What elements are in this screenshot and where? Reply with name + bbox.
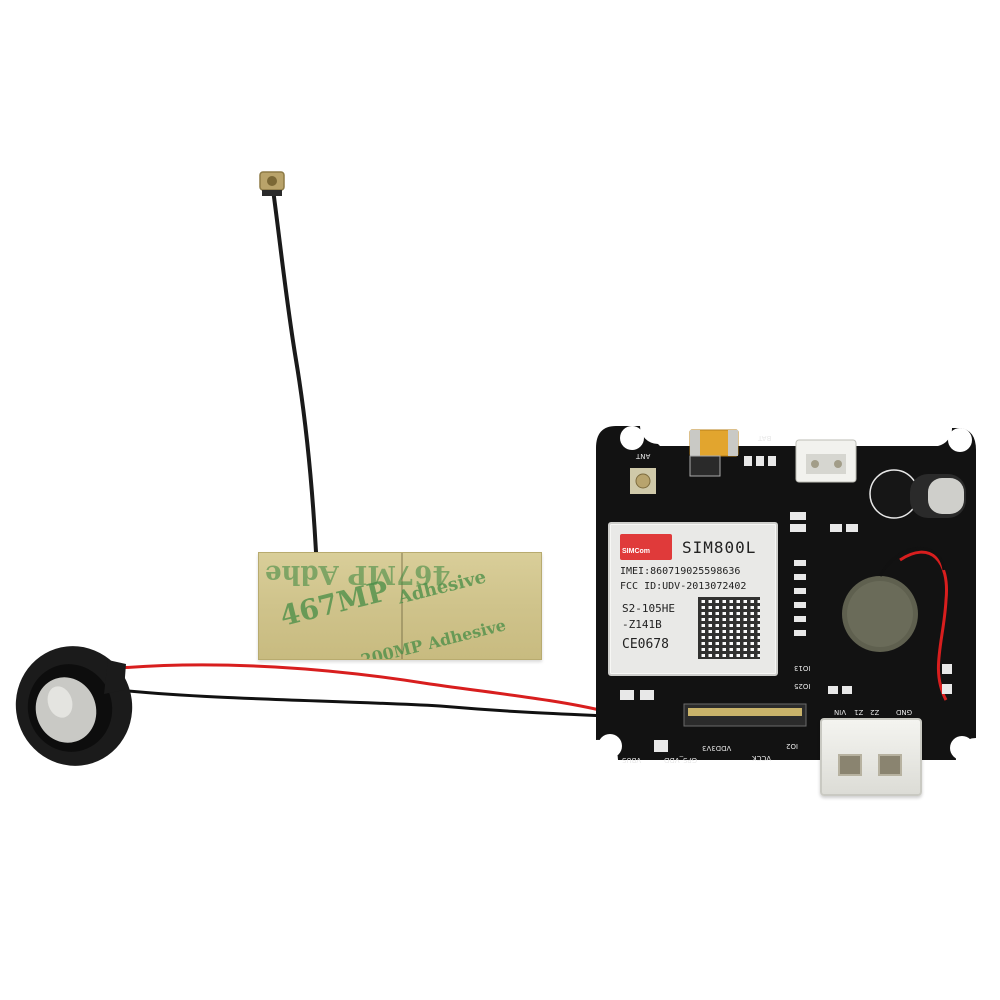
silk-gps-vdd: GPS_VDD: [664, 756, 698, 764]
silk-z1: Z1: [854, 708, 864, 716]
qr-code-icon: [698, 597, 760, 659]
tape-print-bottom: 200MP Adhesive: [358, 615, 508, 660]
silk-vin: VIN: [834, 708, 847, 716]
speaker-wire-black: [117, 688, 609, 718]
tape-seam: [401, 553, 403, 659]
silk-io2: IO2: [786, 742, 799, 750]
silk-io25: IO25: [794, 682, 811, 690]
jst-connector: [820, 718, 922, 796]
module-fcc-id: FCC ID:UDV-2013072402: [620, 581, 747, 592]
silk-bat: BAT: [758, 434, 772, 442]
module-code-line1: S2-105HE: [622, 602, 675, 615]
ufl-jack-icon: [630, 468, 656, 494]
sim800l-module: SIMCom SIM800L IMEI:860719025598636 FCC …: [608, 522, 778, 676]
silk-gnd: GND: [896, 708, 913, 716]
silk-vcck: VCCK: [752, 754, 772, 762]
module-model: SIM800L: [682, 538, 757, 557]
ufl-connector-icon: [259, 171, 285, 196]
antenna-cable: [270, 180, 318, 554]
antenna-adhesive-tape: 467MP Adhe 467MP Adhesive 200MP Adhesive: [258, 552, 542, 660]
jst-slot: [838, 754, 862, 776]
battery-connector: [795, 439, 857, 483]
microphone-icon: [869, 469, 966, 519]
silk-vdd3v3: VDD3V3: [702, 744, 732, 752]
silk-io13: IO13: [794, 664, 811, 672]
silk-z2: Z2: [870, 708, 880, 716]
module-code-line2: -Z141B: [622, 618, 662, 631]
speaker-wire-red: [119, 663, 609, 714]
simcom-brand: SIMCom: [622, 548, 650, 555]
simcom-logo-icon: SIMCom: [620, 534, 672, 560]
speaker-icon: [15, 646, 133, 766]
module-imei: IMEI:860719025598636: [620, 566, 741, 577]
fpc-connector: [683, 703, 807, 727]
vibration-motor-icon: [842, 546, 949, 701]
ce-mark: CE0678: [622, 637, 669, 652]
silk-ant: ANT: [636, 452, 651, 460]
smd-components: [620, 455, 952, 752]
silk-vbus: VBUS: [622, 756, 642, 764]
jst-slot: [878, 754, 902, 776]
